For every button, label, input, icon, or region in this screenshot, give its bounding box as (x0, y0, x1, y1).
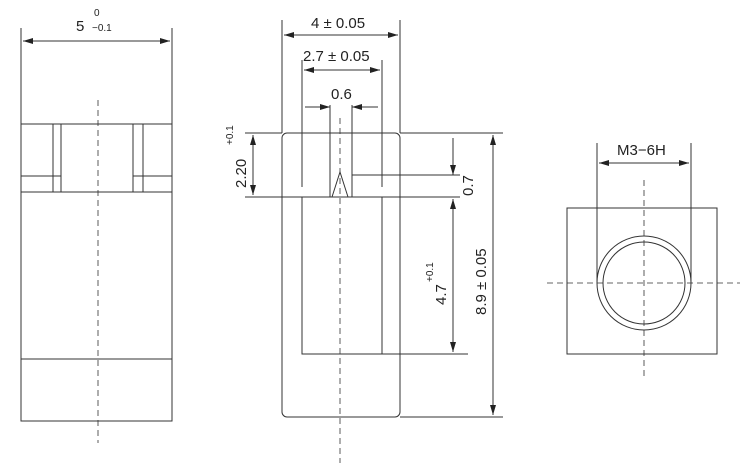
end-view: M3−6H (547, 142, 740, 380)
overall-height-label: 8.9 ± 0.05 (473, 248, 490, 315)
bore-depth-tol: +0.1 (425, 262, 436, 282)
top-depth-tol: +0.1 (225, 125, 236, 145)
bore-depth-label: 4.7 (433, 284, 450, 305)
top-depth-label: 2.20 (233, 159, 250, 188)
width-dim-label: 5 (76, 18, 84, 35)
thread-label: M3−6H (617, 142, 666, 159)
slot-width-label: 0.6 (331, 86, 352, 103)
width-tol-upper: 0 (94, 8, 100, 19)
section-view: 5 0 −0.1 (20, 8, 173, 443)
side-view: 4 ± 0.05 2.7 ± 0.05 0.6 2.20 +0.1 0.7 4.… (225, 15, 503, 463)
width-tol-lower: −0.1 (92, 23, 112, 34)
inner-width-label: 2.7 ± 0.05 (303, 48, 370, 65)
cone-depth-label: 0.7 (460, 175, 477, 196)
outer-width-label: 4 ± 0.05 (311, 15, 365, 32)
